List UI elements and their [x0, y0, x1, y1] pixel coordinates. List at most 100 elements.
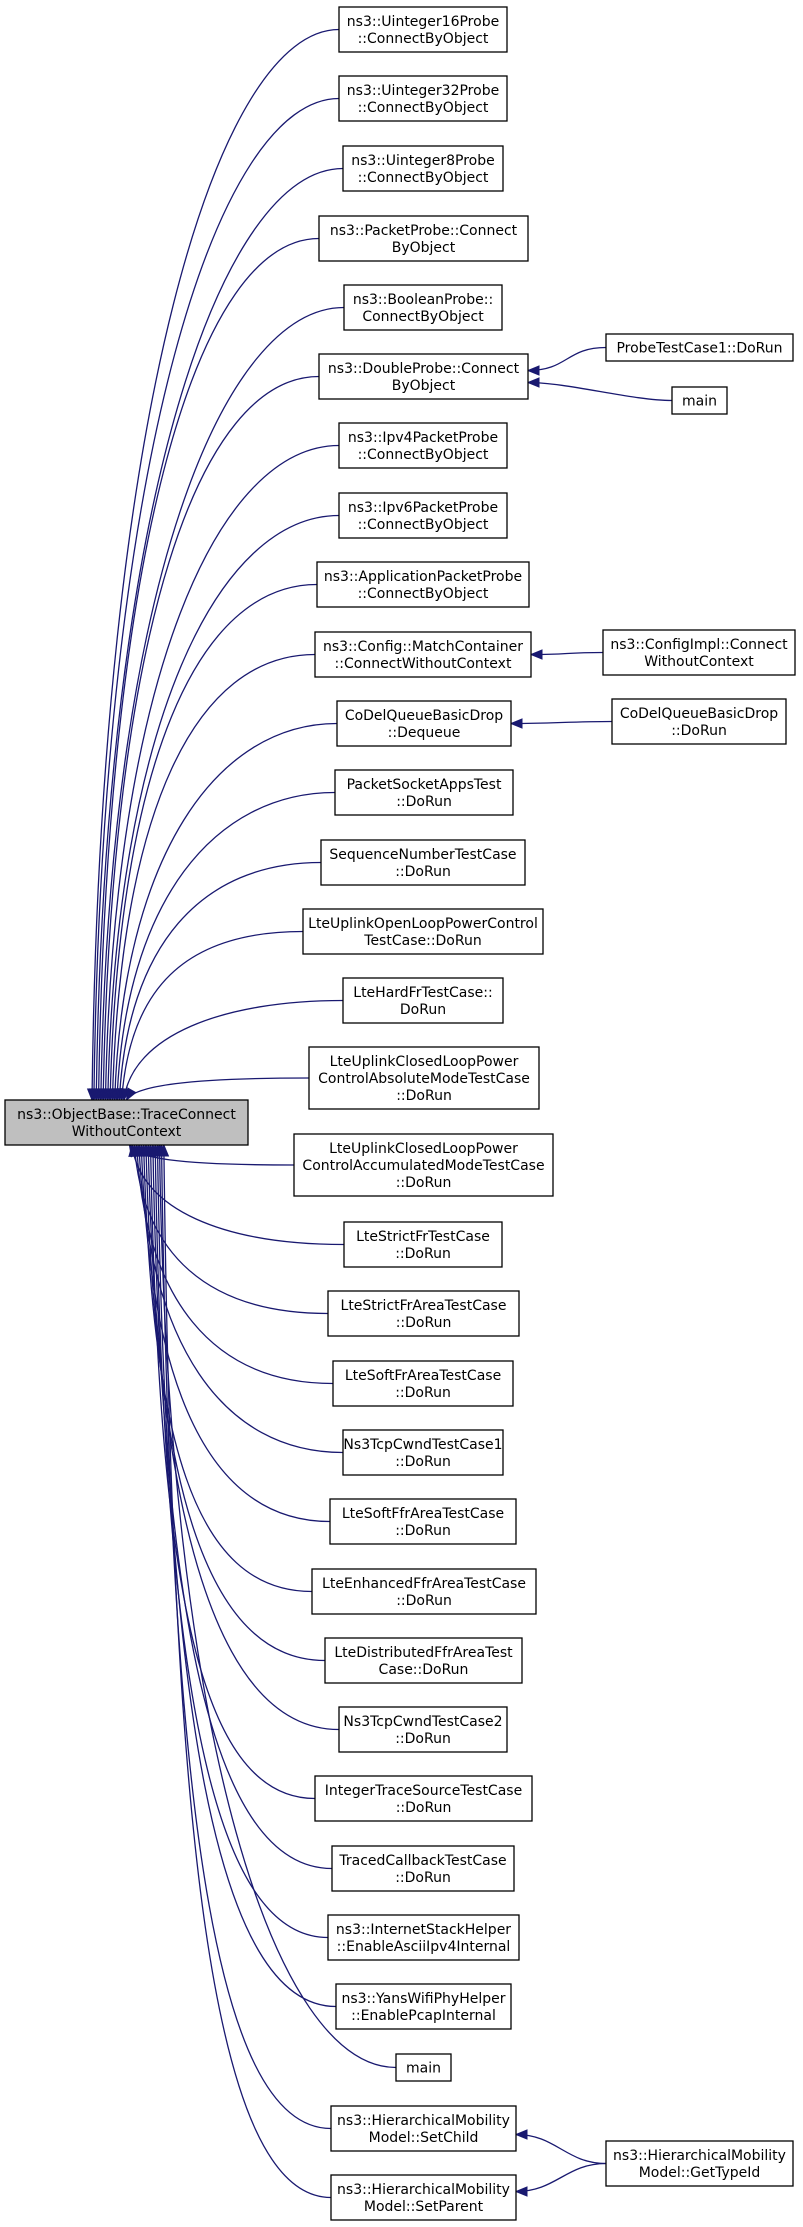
node-lteuplinkopenlooppowercontroltestcase-dorun[interactable]: LteUplinkOpenLoopPowerControlTestCase::D…: [302, 908, 544, 955]
node-label-line: SequenceNumberTestCase: [329, 847, 516, 863]
node-ns3-ipv4packetprobe-connectbyobject[interactable]: ns3::Ipv4PacketProbe::ConnectByObject: [338, 422, 508, 469]
edge-n9-to-root: [107, 653, 316, 1102]
edge-n5-to-root: [98, 375, 320, 1102]
node-ns3tcpcwndtestcase1-dorun[interactable]: Ns3TcpCwndTestCase1::DoRun: [342, 1429, 504, 1476]
node-probetestcase1-dorun[interactable]: ProbeTestCase1::DoRun: [605, 333, 794, 362]
node-packetsocketappstest-dorun[interactable]: PacketSocketAppsTest::DoRun: [334, 769, 514, 816]
edge-line: [118, 861, 322, 1101]
node-ns3-config-matchcontainer-connectwithoutcontext[interactable]: ns3::Config::MatchContainer::ConnectWith…: [314, 631, 532, 678]
node-sequencenumbertestcase-dorun[interactable]: SequenceNumberTestCase::DoRun: [320, 839, 526, 886]
node-label-line: ns3::HierarchicalMobility: [337, 2113, 510, 2129]
node-label-line: main: [682, 394, 717, 410]
node-integertracesourcetestcase-dorun[interactable]: IntegerTraceSourceTestCase::DoRun: [314, 1775, 533, 1822]
node-ltesoftfrareatestcase-dorun[interactable]: LteSoftFrAreaTestCase::DoRun: [332, 1360, 514, 1407]
node-label-line: ControlAbsoluteModeTestCase: [318, 1071, 530, 1087]
node-ltestrictfrtestcase-dorun[interactable]: LteStrictFrTestCase::DoRun: [343, 1221, 503, 1268]
node-label-line: Case::DoRun: [379, 1662, 469, 1678]
node-label-line: ::EnableAsciiIpv4Internal: [337, 1939, 511, 1955]
node-label-line: ns3::Ipv6PacketProbe: [348, 500, 498, 516]
edge-line: [156, 1144, 337, 2008]
edge-line: [123, 999, 344, 1101]
node-lteenhancedffrareatestcase-dorun[interactable]: LteEnhancedFfrAreaTestCase::DoRun: [311, 1568, 537, 1615]
node-ns3-packetprobe-connectbyobject[interactable]: ns3::PacketProbe::ConnectByObject: [318, 215, 529, 262]
node-box: [338, 422, 508, 469]
node-label-line: ::DoRun: [396, 1088, 452, 1104]
node-box: [605, 333, 794, 362]
edge-n31-to-root: [158, 1143, 332, 2199]
node-box: [314, 631, 532, 678]
node-label-line: ns3::Uinteger16Probe: [347, 14, 499, 30]
node-box: [327, 1290, 520, 1337]
edge-line: [104, 444, 340, 1101]
arrow-head-icon: [529, 649, 543, 660]
edge-n12-to-root: [114, 861, 322, 1102]
node-box: [334, 769, 514, 816]
node-label-line: ns3::DoubleProbe::Connect: [328, 361, 520, 377]
node-codelqueuebasicdrop-dequeue[interactable]: CoDelQueueBasicDrop::Dequeue: [336, 700, 512, 747]
node-label-line: ::Dequeue: [388, 725, 461, 741]
node-tracedcallbacktestcase-dorun[interactable]: TracedCallbackTestCase::DoRun: [331, 1845, 515, 1892]
node-box: [329, 1498, 517, 1545]
arrow-head-icon: [514, 2186, 528, 2197]
node-box: [338, 75, 508, 122]
edge-line: [154, 1144, 329, 1939]
node-label-line: ProbeTestCase1::DoRun: [616, 341, 782, 357]
node-ltesoftffrareatestcase-dorun[interactable]: LteSoftFfrAreaTestCase::DoRun: [329, 1498, 517, 1545]
node-codelqueuebasicdrop-dorun[interactable]: CoDelQueueBasicDrop::DoRun: [611, 698, 787, 745]
node-ns3-uinteger8probe-connectbyobject[interactable]: ns3::Uinteger8Probe::ConnectByObject: [342, 145, 504, 192]
node-label-line: WithoutContext: [72, 1124, 182, 1140]
arrow-head-icon: [526, 377, 540, 388]
node-label-line: WithoutContext: [644, 654, 754, 670]
node-label-line: ns3::Uinteger8Probe: [351, 153, 495, 169]
node-ns3-objectbase-traceconnectwithoutcontext[interactable]: ns3::ObjectBase::TraceConnectWithoutCont…: [4, 1099, 249, 1146]
node-label-line: ::DoRun: [395, 1523, 451, 1539]
node-ns3-uinteger32probe-connectbyobject[interactable]: ns3::Uinteger32Probe::ConnectByObject: [338, 75, 508, 122]
edge-n2-to-root: [91, 167, 344, 1102]
node-lteuplinkclosedlooppowercontrolabsolutemodetestcase-dorun[interactable]: LteUplinkClosedLoopPowerControlAbsoluteM…: [308, 1046, 540, 1110]
node-ns3-internetstackhelper-enableasciiipv4internal[interactable]: ns3::InternetStackHelper::EnableAsciiIpv…: [327, 1914, 520, 1961]
node-ns3-applicationpacketprobe-connectbyobject[interactable]: ns3::ApplicationPacketProbe::ConnectByOb…: [316, 561, 530, 608]
node-label-line: LteUplinkClosedLoopPower: [330, 1054, 519, 1070]
node-label-line: LteUplinkClosedLoopPower: [329, 1141, 518, 1157]
edge-line: [97, 237, 320, 1101]
node-label-line: Ns3TcpCwndTestCase1: [343, 1437, 502, 1453]
node-label-line: ::ConnectByObject: [358, 31, 489, 47]
node-ns3-configimpl-connectwithoutcontext[interactable]: ns3::ConfigImpl::ConnectWithoutContext: [602, 629, 796, 676]
node-label-line: ::ConnectByObject: [358, 170, 489, 186]
node-ns3tcpcwndtestcase2-dorun[interactable]: Ns3TcpCwndTestCase2::DoRun: [338, 1706, 508, 1753]
node-label-line: ::DoRun: [395, 1731, 451, 1747]
node-ns3-uinteger16probe-connectbyobject[interactable]: ns3::Uinteger16Probe::ConnectByObject: [338, 6, 508, 53]
node-label-line: ::ConnectWithoutContext: [335, 656, 512, 672]
node-label-line: DoRun: [400, 1002, 446, 1018]
node-main[interactable]: main: [671, 386, 728, 415]
node-box: [302, 908, 544, 955]
node-box: [293, 1133, 554, 1197]
edge-line: [145, 1144, 326, 1662]
edge-line: [120, 930, 304, 1101]
node-ns3-hierarchicalmobilitymodel-setparent[interactable]: ns3::HierarchicalMobilityModel::SetParen…: [330, 2174, 517, 2221]
node-box: [342, 977, 504, 1024]
node-label-line: ::ConnectByObject: [358, 100, 489, 116]
node-lteuplinkclosedlooppowercontrolaccumulatedmodetestcase-dorun[interactable]: LteUplinkClosedLoopPowerControlAccumulat…: [293, 1133, 554, 1197]
node-box: [611, 698, 787, 745]
node-label-line: ::ConnectByObject: [358, 586, 489, 602]
edge-line: [527, 346, 607, 372]
node-box: [338, 6, 508, 53]
node-label-line: ns3::ObjectBase::TraceConnect: [17, 1107, 236, 1123]
node-ltestrictfrareatestcase-dorun[interactable]: LteStrictFrAreaTestCase::DoRun: [327, 1290, 520, 1337]
node-main[interactable]: main: [395, 2053, 452, 2082]
node-ltehardfrtestcase-dorun[interactable]: LteHardFrTestCase::DoRun: [342, 977, 504, 1024]
node-box: [332, 1360, 514, 1407]
node-ns3-booleanprobe-connectbyobject[interactable]: ns3::BooleanProbe::ConnectByObject: [343, 284, 503, 331]
node-label-line: ByObject: [392, 240, 456, 256]
node-ns3-doubleprobe-connectbyobject[interactable]: ns3::DoubleProbe::ConnectByObject: [318, 353, 529, 400]
node-ns3-hierarchicalmobilitymodel-gettypeid[interactable]: ns3::HierarchicalMobilityModel::GetTypeI…: [605, 2140, 794, 2187]
node-ns3-yanswifiphyhelper-enablepcapinternal[interactable]: ns3::YansWifiPhyHelper::EnablePcapIntern…: [335, 1983, 512, 2030]
node-box: [338, 1706, 508, 1753]
node-label-line: ns3::Ipv4PacketProbe: [348, 430, 498, 446]
arrow-head-icon: [526, 365, 540, 376]
arrow-head-icon: [514, 2129, 528, 2140]
node-ns3-ipv6packetprobe-connectbyobject[interactable]: ns3::Ipv6PacketProbe::ConnectByObject: [338, 492, 508, 539]
